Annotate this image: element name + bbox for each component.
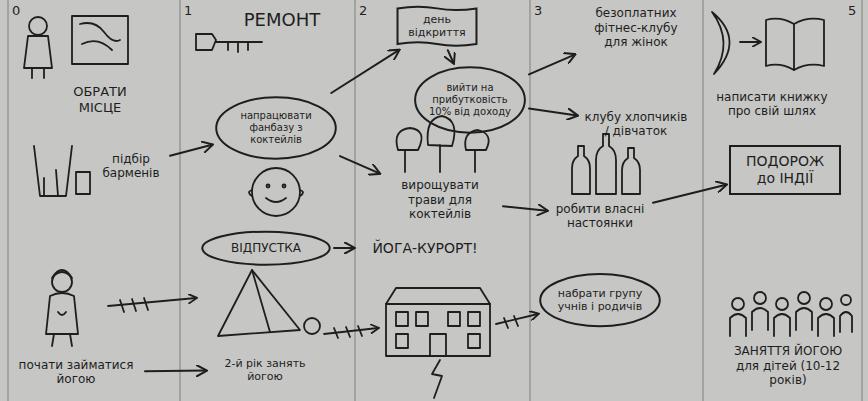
flow-arrow <box>145 370 206 373</box>
column-line <box>354 0 355 401</box>
node-text: день відкриття <box>403 13 471 39</box>
flow-arrow <box>448 50 454 63</box>
column-line <box>702 0 703 401</box>
node-text: написати книжку про свій шлях <box>714 90 830 119</box>
node-text: РЕМОНТ <box>234 9 330 31</box>
column-number: 0 <box>12 3 20 18</box>
node-text: вирощувати трави для коктейлів <box>384 178 496 221</box>
house-icon <box>386 288 490 356</box>
column-line <box>861 0 862 401</box>
node-text: підбір барменів <box>99 152 163 181</box>
goal-note: клубу хлопчиків / дівчаток <box>580 108 692 141</box>
node-text: робити власні настоянки <box>554 202 646 231</box>
sketch-arrow <box>740 41 760 43</box>
yogi-figure <box>46 270 78 346</box>
goal-circle: вийти на прибутковість 10% від доходу <box>414 66 526 134</box>
step-note: вирощувати трави для коктейлів <box>380 176 500 223</box>
trees-icon <box>397 116 489 172</box>
node-text: ОБРАТИ МІСЦЕ <box>59 84 141 115</box>
place-note: ОБРАТИ МІСЦЕ <box>55 82 145 117</box>
flow-arrow <box>334 247 354 249</box>
column-number: 1 <box>184 3 192 18</box>
glasses-icon <box>34 146 90 196</box>
node-text: почати займатися йогою <box>14 358 138 387</box>
column-number: 3 <box>534 3 542 18</box>
arrow-hatching <box>504 316 518 328</box>
flow-arrow <box>170 145 212 156</box>
goal-note: ЗАНЯТТЯ ЙОГОЮ для дітей (10-12 років) <box>722 342 854 389</box>
node-text: клубу хлопчиків / дівчаток <box>584 110 688 139</box>
column-line <box>7 0 8 401</box>
flow-arrow <box>529 55 575 75</box>
node-text: ПОДОРОЖ до ІНДІЇ <box>737 153 833 187</box>
book-icon <box>766 19 824 70</box>
goal-note: написати книжку про свій шлях <box>710 88 834 121</box>
stage-title: РЕМОНТ <box>230 7 334 33</box>
sketch-arrow <box>324 328 378 334</box>
step-oval: ВІДПУСТКА <box>201 231 331 265</box>
node-text: безоплатних фітнес-клубу для жінок <box>581 6 691 49</box>
arrow-hatching <box>120 298 148 312</box>
step-note: 2-й рік занять йогою <box>209 355 321 385</box>
step-oval: набрати групу учнів і родичів <box>539 273 661 327</box>
flow-arrow <box>340 156 379 173</box>
crack-line <box>432 360 442 398</box>
key-icon <box>196 34 262 52</box>
step-note: почати займатися йогою <box>10 356 142 389</box>
arrow-hatching <box>334 326 362 338</box>
node-text: вийти на прибутковість 10% від доходу <box>424 82 516 118</box>
person-icon <box>24 17 52 78</box>
column-number: 2 <box>359 3 367 18</box>
flow-arrow <box>653 185 726 203</box>
flow-arrow <box>529 109 577 116</box>
bottles-icon <box>572 134 640 194</box>
node-text: напрацювати фанбазу з коктейлів <box>229 110 323 146</box>
step-note: робити власні настоянки <box>550 200 650 233</box>
node-text: набрати групу учнів і родичів <box>553 287 647 313</box>
node-text: 2-й рік занять йогою <box>213 357 317 383</box>
step-oval: напрацювати фанбазу з коктейлів <box>215 96 337 160</box>
node-text: ЙОГА-КУРОРТ! <box>361 240 489 257</box>
step-note: ЙОГА-КУРОРТ! <box>357 238 493 259</box>
banner-flag: день відкриття <box>395 5 479 47</box>
column-line <box>179 0 180 401</box>
flow-arrow <box>331 50 399 93</box>
yoga-pose-icon <box>218 270 320 336</box>
column-number: 5 <box>848 3 856 18</box>
goal-note: безоплатних фітнес-клубу для жінок <box>577 4 695 51</box>
node-text: ЗАНЯТТЯ ЙОГОЮ для дітей (10-12 років) <box>726 344 850 387</box>
frame-icon <box>72 16 128 64</box>
crowd-icon <box>730 292 852 336</box>
step-note: підбір барменів <box>95 150 167 183</box>
crescent-icon <box>712 12 730 74</box>
smiley-face <box>249 168 303 216</box>
node-text: ВІДПУСТКА <box>215 241 317 255</box>
goal-box: ПОДОРОЖ до ІНДІЇ <box>729 145 841 195</box>
flow-arrow <box>503 206 547 210</box>
column-line <box>529 0 530 401</box>
